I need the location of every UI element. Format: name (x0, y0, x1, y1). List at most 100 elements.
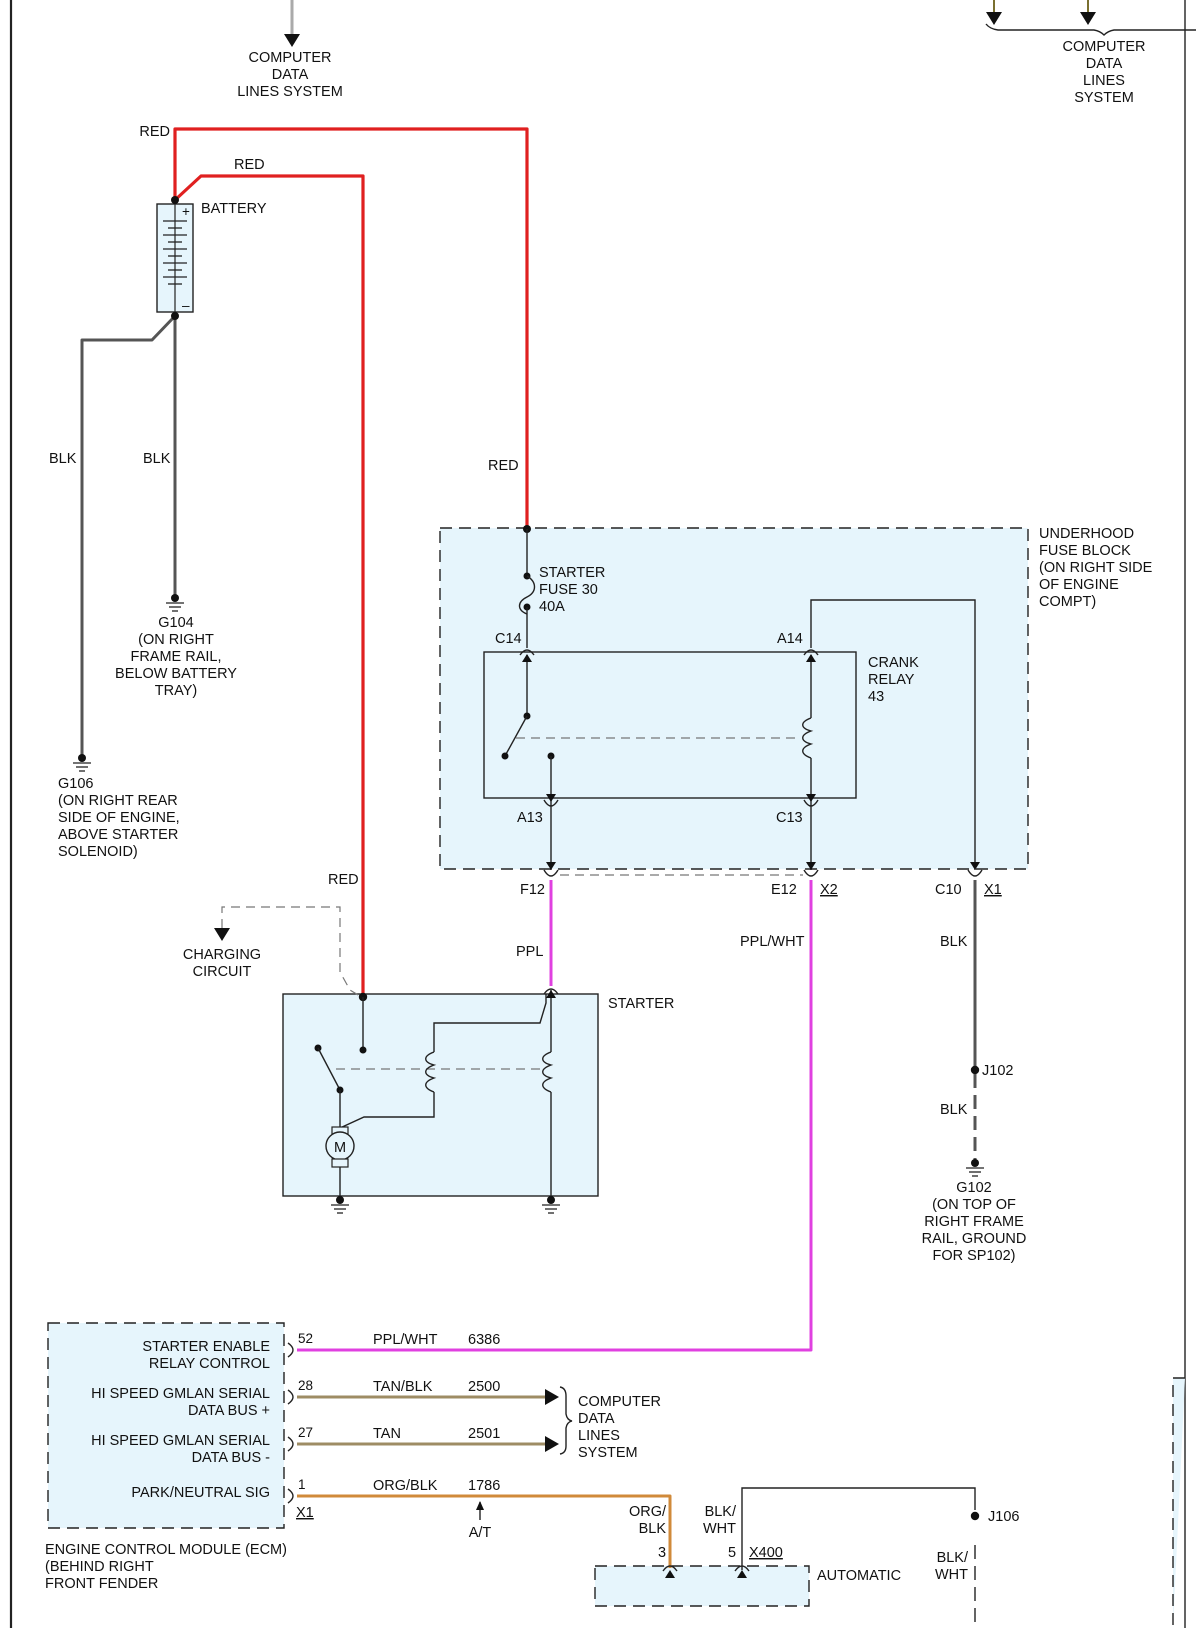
ecm-row2-line1: HI SPEED GMLAN SERIAL (91, 1386, 270, 1402)
g102-line2: (ON TOP OF (932, 1197, 1016, 1213)
ecm-row4-line1: PARK/NEUTRAL SIG (131, 1485, 270, 1501)
pplwht-wire (297, 880, 813, 1352)
g106-dot (78, 754, 86, 762)
conn-x400: X400 (749, 1545, 783, 1561)
g104-dot (171, 594, 179, 602)
ecm-row2-line2: DATA BUS + (188, 1403, 270, 1419)
starter-motor-label: M (334, 1140, 346, 1156)
c13-connector (803, 799, 819, 807)
blkwht-line2: WHT (703, 1521, 736, 1537)
ecm-pin-28-connector (287, 1389, 294, 1405)
ecm-pin-52-connector (287, 1342, 294, 1358)
g102-dot (971, 1159, 979, 1167)
wire-label-pplwht: PPL/WHT (373, 1332, 438, 1348)
battery-plus: + (182, 204, 190, 219)
cdl-right-line3: LINES (1083, 73, 1125, 89)
relay-label-3: 43 (868, 689, 884, 705)
relay-switch-blade (504, 715, 528, 757)
ecm-cdl-line2: DATA (578, 1411, 615, 1427)
starter-switch-blade (317, 1047, 341, 1091)
g106-line2: (ON RIGHT REAR (58, 793, 178, 809)
j102-label: J102 (982, 1063, 1013, 1079)
orgblk-line1: ORG/ (629, 1504, 667, 1520)
relay-label-2: RELAY (868, 672, 915, 688)
pin-f12: F12 (520, 882, 545, 898)
red-label-1: RED (139, 124, 170, 140)
pin-c13: C13 (776, 810, 803, 826)
a14-c10-loop (810, 599, 976, 870)
fuse-block-title-4: OF ENGINE (1039, 577, 1119, 593)
charging-line1: CHARGING (183, 947, 261, 963)
a13-connector (543, 799, 559, 807)
cdl-left-line2: DATA (272, 67, 309, 83)
ecm-pin-27-connector (287, 1436, 294, 1452)
j106-splice (970, 1511, 980, 1521)
ecm-box (47, 1322, 285, 1529)
top-right-arrow-1 (986, 12, 1002, 25)
ground-icon (331, 1204, 349, 1214)
at-arrow (476, 1501, 484, 1510)
blkwht2-line1: BLK/ (937, 1550, 969, 1566)
orgblk-line2: BLK (639, 1521, 667, 1537)
starter-pullin-coil (425, 1051, 437, 1093)
cdl-right-line2: DATA (1086, 56, 1123, 72)
red-label-2: RED (234, 157, 265, 173)
g104-line5: TRAY) (155, 683, 197, 699)
battery-minus: – (182, 298, 190, 313)
blkwht-wire-top (741, 1487, 976, 1570)
battery-cells (163, 220, 187, 285)
cdl-left-line1: COMPUTER (249, 50, 332, 66)
starter-arrow-up (546, 990, 556, 998)
ecm-pin-27: 27 (298, 1425, 313, 1440)
charging-line2: CIRCUIT (193, 964, 252, 980)
circuit-1786: 1786 (468, 1478, 500, 1494)
ecm-conn-x1: X1 (296, 1505, 314, 1521)
conn-x1: X1 (984, 882, 1002, 898)
fuse-out-arrow-1 (546, 862, 556, 870)
pin-a13: A13 (517, 810, 543, 826)
starter-motor-brush-bottom (331, 1158, 349, 1168)
ecm-pin-1: 1 (298, 1477, 306, 1492)
g104-line1: G104 (158, 615, 193, 631)
blk-label-j102: BLK (940, 1102, 968, 1118)
fuse-block-title-2: FUSE BLOCK (1039, 543, 1131, 559)
ecm-row1-line1: STARTER ENABLE (142, 1339, 270, 1355)
circuit-2501: 2501 (468, 1426, 500, 1442)
tanblk-arrow (545, 1389, 559, 1405)
pin-c14: C14 (495, 631, 522, 647)
pin-c10: C10 (935, 882, 962, 898)
g106-line1: G106 (58, 776, 93, 792)
starter-ground-dot-1 (336, 1196, 344, 1204)
cdl-left-line3: LINES SYSTEM (237, 84, 343, 100)
orgblk-wire (297, 1494, 672, 1568)
battery-label: BATTERY (201, 201, 267, 217)
starter-ground-dot-2 (547, 1196, 555, 1204)
starter-ppl-connector (543, 988, 559, 995)
relay-arrow-down-1 (546, 794, 556, 802)
starter-pullin-wire (433, 994, 547, 1052)
pin-5-arrow (737, 1570, 747, 1578)
ecm-pin-1-connector (287, 1488, 294, 1504)
ecm-cdl-line3: LINES (578, 1428, 620, 1444)
j106-label: J106 (988, 1509, 1019, 1525)
ecm-cdl-brace (559, 1386, 573, 1455)
cdl-right-line1: COMPUTER (1063, 39, 1146, 55)
g104-line2: (ON RIGHT (138, 632, 214, 648)
fuse-out-arrow-2 (806, 862, 816, 870)
ecm-title-1: ENGINE CONTROL MODULE (ECM) (45, 1542, 287, 1558)
at-label: A/T (469, 1525, 492, 1541)
crank-relay-box (483, 651, 857, 799)
cdl-right-line4: SYSTEM (1074, 90, 1134, 106)
ecm-cdl-line4: SYSTEM (578, 1445, 638, 1461)
battery-pos-terminal (171, 196, 179, 204)
right-edge-dashed-box (1172, 1377, 1185, 1628)
ground-icon (73, 762, 91, 772)
relay-arrow-up-2 (806, 654, 816, 662)
pin-3-connector (662, 1565, 678, 1572)
ecm-row3-line2: DATA BUS - (192, 1450, 271, 1466)
ppl-label: PPL (516, 944, 543, 960)
relay-label-1: CRANK (868, 655, 919, 671)
top-left-arrow (284, 34, 300, 47)
ecm-cdl-line1: COMPUTER (578, 1394, 661, 1410)
circuit-6386: 6386 (468, 1332, 500, 1348)
